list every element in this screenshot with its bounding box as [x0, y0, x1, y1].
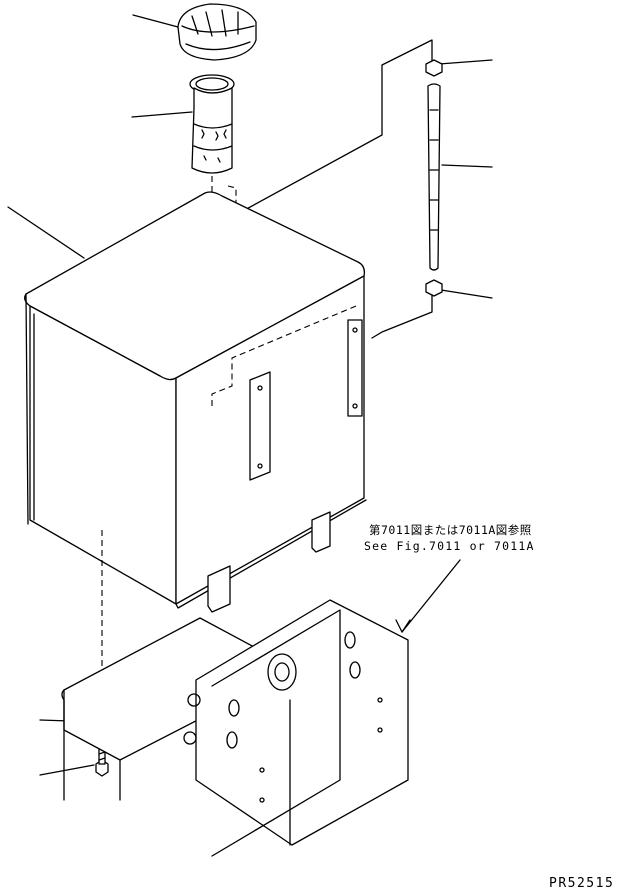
- reference-note-english: See Fig.7011 or 7011A: [364, 539, 535, 553]
- gauge-bracket-line: [229, 39, 433, 339]
- hydraulic-tank: [24, 191, 367, 613]
- filler-cap: [177, 3, 257, 61]
- sight-gauge: [425, 59, 443, 297]
- strainer: [189, 74, 235, 174]
- reference-note-japanese: 第7011図または7011A図参照: [369, 523, 532, 537]
- drawing-number: PR52515: [549, 876, 615, 891]
- callout-leaders: [7, 14, 493, 776]
- mounting-frame: [61, 599, 409, 857]
